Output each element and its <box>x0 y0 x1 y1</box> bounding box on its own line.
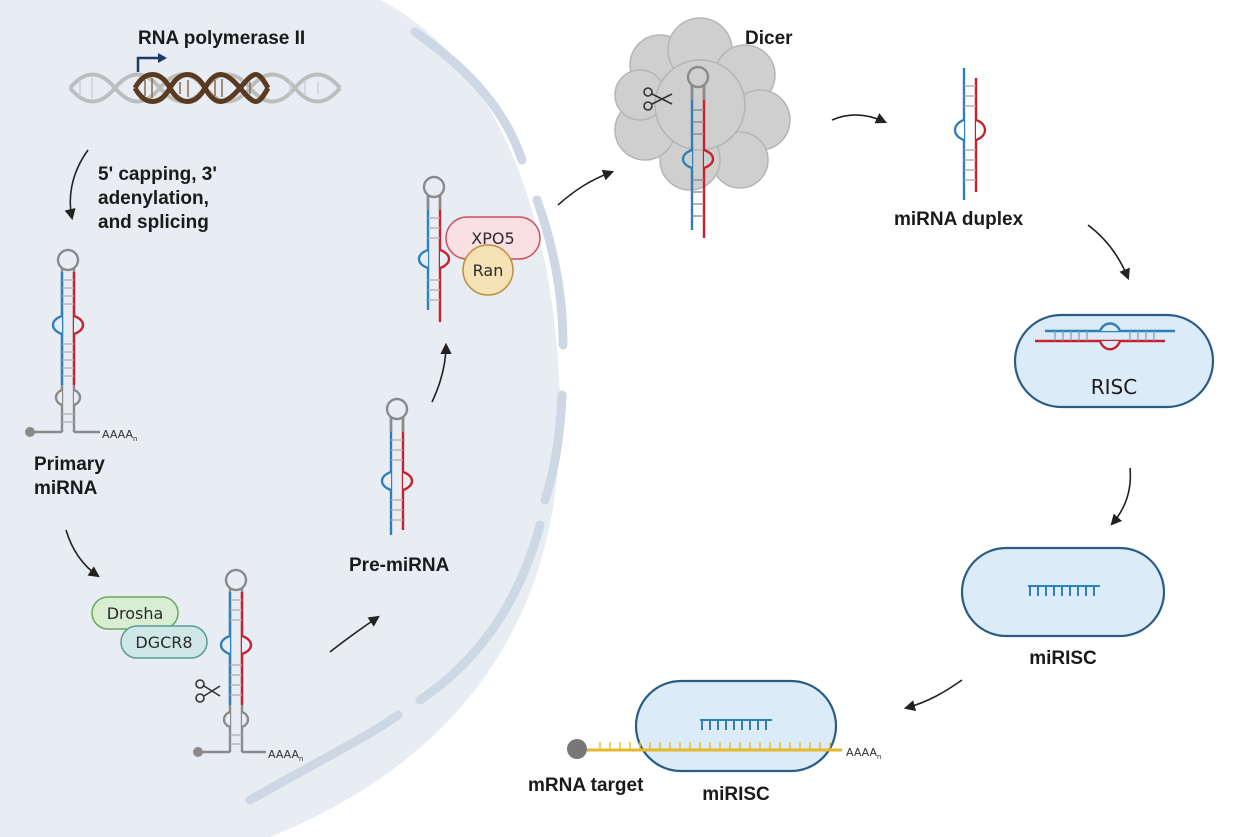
label-mirna-duplex: miRNA duplex <box>894 209 1024 230</box>
scissors-icon <box>195 679 221 703</box>
target-guide-strand <box>700 719 772 730</box>
label-pre-mirna: Pre-miRNA <box>349 555 450 576</box>
poly-a-tail-2: AAAAn <box>268 748 303 763</box>
label-primary-line-1: Primary <box>34 454 105 475</box>
label-processing-line-2: adenylation, <box>98 188 209 209</box>
label-risc: RISC <box>1091 375 1137 399</box>
label-rna-polymerase: RNA polymerase II <box>138 28 305 49</box>
primary-mirna-hairpin <box>25 248 100 437</box>
cleaved-primary-hairpin <box>193 568 266 757</box>
label-processing-line-1: 5' capping, 3' <box>98 164 217 185</box>
label-mirisc-1: miRISC <box>1029 648 1097 669</box>
risc-complex <box>1013 313 1215 409</box>
dicer-bound-hairpin <box>681 65 715 238</box>
risc-duplex <box>1035 322 1175 351</box>
label-processing-line-3: and splicing <box>98 212 209 233</box>
nuclear-envelope <box>245 27 568 805</box>
promoter-arrow-icon <box>136 56 160 72</box>
mirisc-target-complex <box>634 679 838 773</box>
nucleus <box>0 0 560 837</box>
label-xpo5: XPO5 <box>471 229 514 248</box>
mrna-target-strand <box>567 739 842 759</box>
ran-protein <box>462 244 514 296</box>
label-primary-line-2: miRNA <box>34 478 98 499</box>
five-prime-cap <box>567 739 587 759</box>
label-mirisc-2: miRISC <box>702 784 770 805</box>
poly-a-tail-3: AAAAn <box>846 746 881 761</box>
label-drosha: Drosha <box>107 604 164 623</box>
dicer-enzyme <box>614 17 791 191</box>
mirisc-guide-strand <box>1028 585 1100 596</box>
mirna-duplex <box>953 68 987 200</box>
exported-pre-mirna <box>417 175 451 322</box>
label-dgcr8: DGCR8 <box>135 633 192 652</box>
pre-mirna-hairpin <box>380 397 414 535</box>
label-ran: Ran <box>473 261 504 280</box>
poly-a-tail-1: AAAAn <box>102 428 137 443</box>
label-mrna-target: mRNA target <box>528 775 644 796</box>
dna-helix <box>68 53 342 104</box>
label-dicer: Dicer <box>745 28 793 49</box>
dgcr8-complex <box>120 625 208 659</box>
dicer-scissors-icon <box>643 87 673 111</box>
